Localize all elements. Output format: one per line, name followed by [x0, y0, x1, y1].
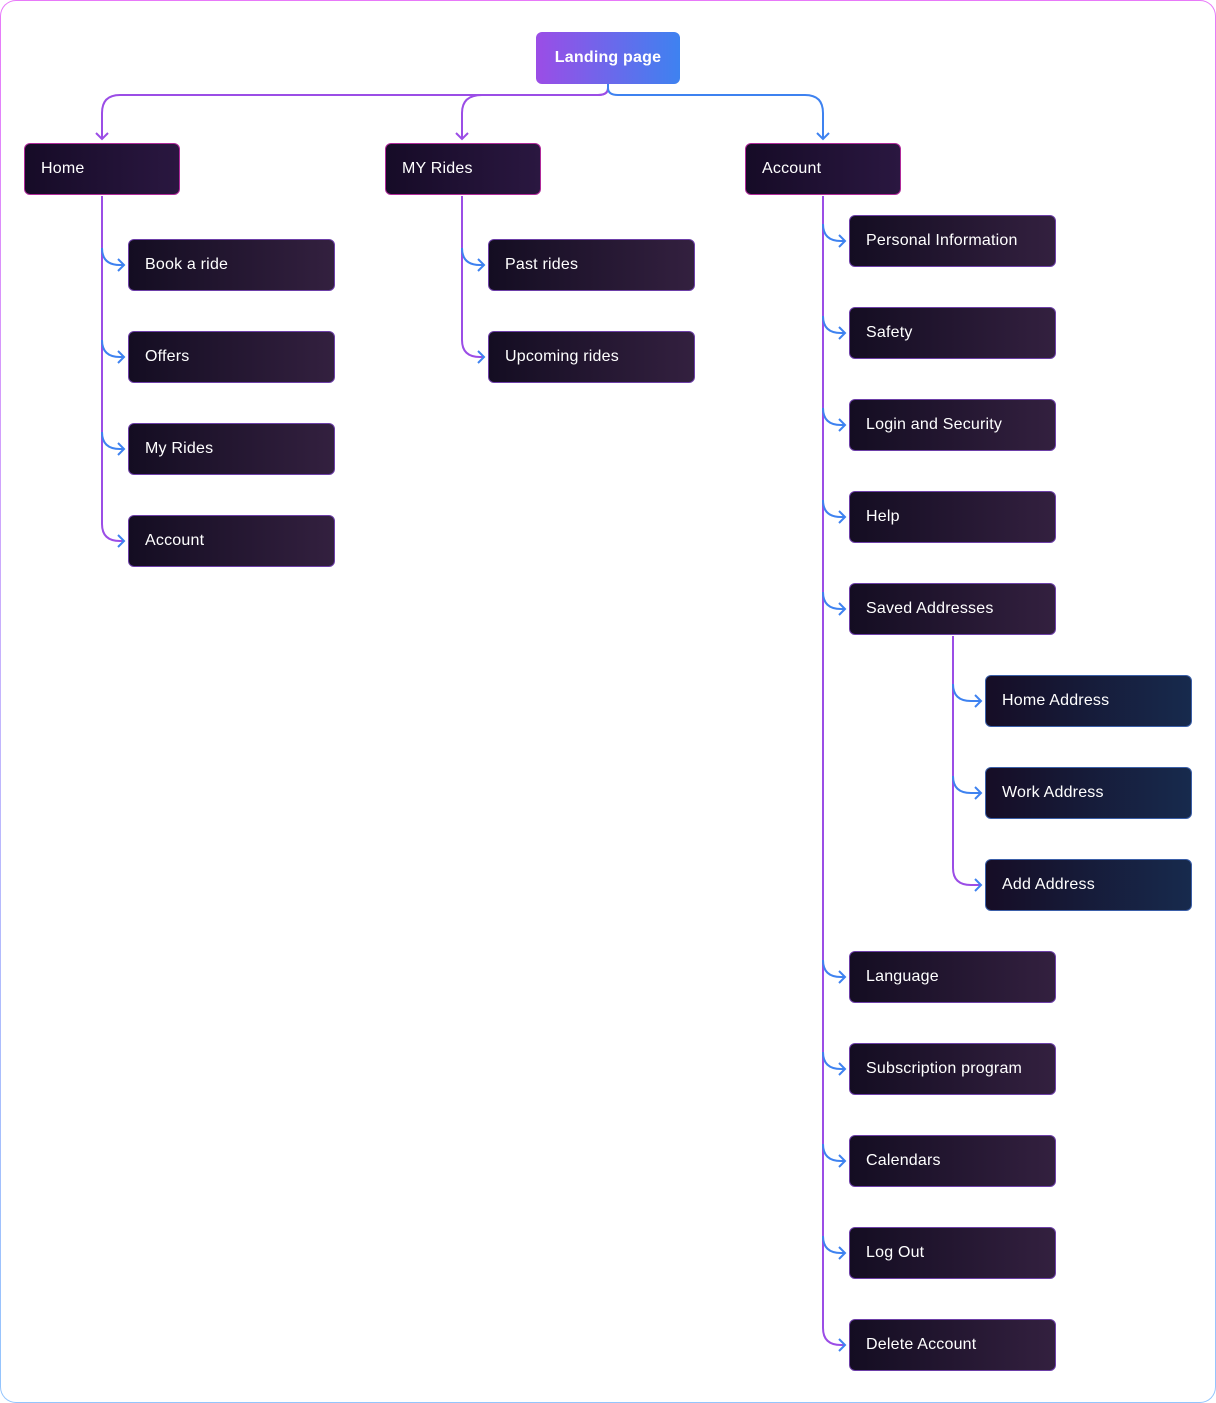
language-node[interactable]: Language	[849, 951, 1056, 1003]
personal-information-node[interactable]: Personal Information	[849, 215, 1056, 267]
add-address-node[interactable]: Add Address	[985, 859, 1192, 911]
offers-node[interactable]: Offers	[128, 331, 335, 383]
root-to-myrides-connector	[461, 84, 609, 139]
root-to-account-connector	[607, 84, 824, 139]
home-node[interactable]: Home	[24, 143, 180, 195]
login-and-security-node[interactable]: Login and Security	[849, 399, 1056, 451]
past-rides-node[interactable]: Past rides	[488, 239, 695, 291]
calendars-node[interactable]: Calendars	[849, 1135, 1056, 1187]
my-rides-node[interactable]: MY Rides	[385, 143, 541, 195]
home-address-node[interactable]: Home Address	[985, 675, 1192, 727]
account-node[interactable]: Account	[745, 143, 901, 195]
subscription-program-node[interactable]: Subscription program	[849, 1043, 1056, 1095]
help-node[interactable]: Help	[849, 491, 1056, 543]
delete-account-node[interactable]: Delete Account	[849, 1319, 1056, 1371]
root-to-home-connector	[101, 84, 609, 139]
upcoming-rides-node[interactable]: Upcoming rides	[488, 331, 695, 383]
landing-page-node[interactable]: Landing page	[536, 32, 680, 84]
saved-addresses-node[interactable]: Saved Addresses	[849, 583, 1056, 635]
log-out-node[interactable]: Log Out	[849, 1227, 1056, 1279]
work-address-node[interactable]: Work Address	[985, 767, 1192, 819]
home-account-node[interactable]: Account	[128, 515, 335, 567]
book-a-ride-node[interactable]: Book a ride	[128, 239, 335, 291]
home-my-rides-node[interactable]: My Rides	[128, 423, 335, 475]
safety-node[interactable]: Safety	[849, 307, 1056, 359]
